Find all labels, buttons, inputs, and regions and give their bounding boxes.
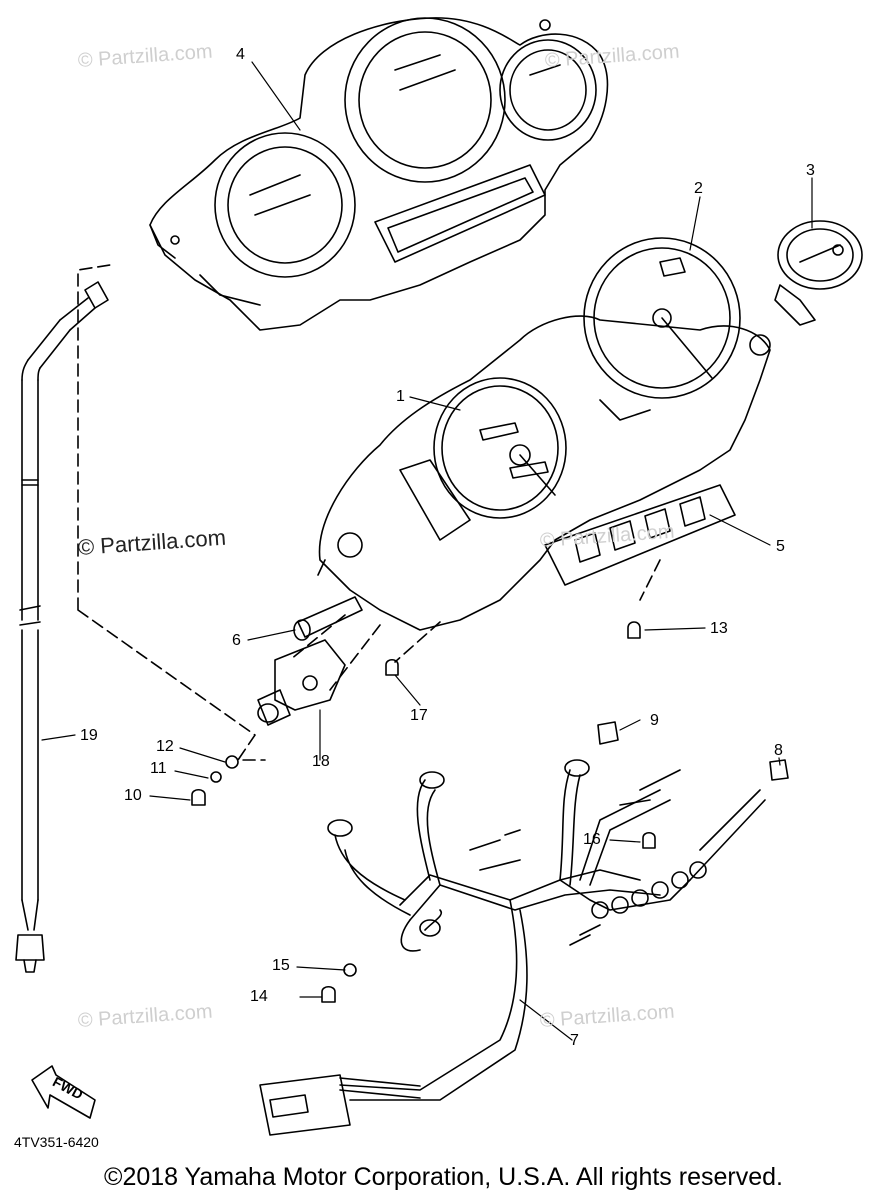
meter-cover-part-4 xyxy=(149,17,609,331)
callout-3: 3 xyxy=(806,162,815,179)
socket-part-3 xyxy=(774,220,863,326)
callout-16: 16 xyxy=(583,831,601,848)
callout-9: 9 xyxy=(650,712,659,729)
callout-8: 8 xyxy=(774,742,783,759)
callout-2: 2 xyxy=(694,180,703,197)
wire-harness-part-7 xyxy=(259,759,766,1136)
dashed-leaders xyxy=(289,559,661,691)
callout-7: 7 xyxy=(570,1032,579,1049)
callout-13: 13 xyxy=(710,620,728,637)
callout-1: 1 xyxy=(396,388,405,405)
copyright-notice: ©2018 Yamaha Motor Corporation, U.S.A. A… xyxy=(104,1163,783,1191)
callout-4: 4 xyxy=(236,46,245,63)
diagram-code: 4TV351-6420 xyxy=(14,1134,99,1150)
meter-assembly xyxy=(317,237,771,631)
callout-leaders xyxy=(41,61,813,1041)
fwd-arrow-icon xyxy=(31,1065,96,1119)
meter-cable-part-19 xyxy=(15,264,266,973)
callout-19: 19 xyxy=(80,727,98,744)
fasteners xyxy=(191,621,789,1003)
gear-unit xyxy=(257,596,363,726)
callout-10: 10 xyxy=(124,787,142,804)
callout-12: 12 xyxy=(156,738,174,755)
callout-18: 18 xyxy=(312,753,330,770)
callout-15: 15 xyxy=(272,957,290,974)
callout-6: 6 xyxy=(232,632,241,649)
callout-14: 14 xyxy=(250,988,268,1005)
callout-5: 5 xyxy=(776,538,785,555)
callout-17: 17 xyxy=(410,707,428,724)
callout-11: 11 xyxy=(150,760,167,777)
